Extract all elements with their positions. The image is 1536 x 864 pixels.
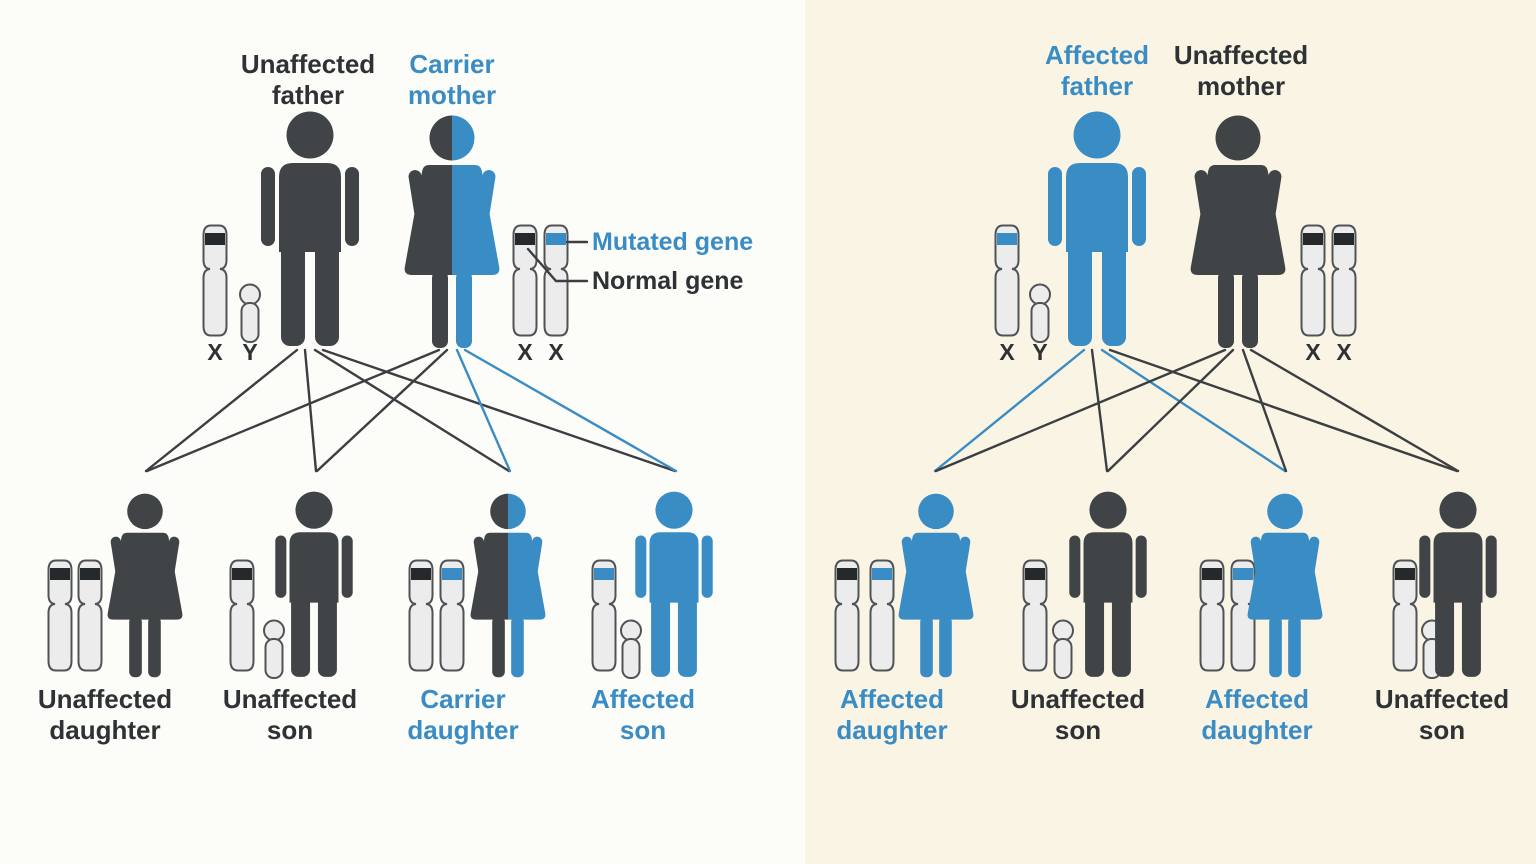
svg-text:Affected: Affected (840, 684, 944, 714)
right-mother-x1-chromosome (1300, 224, 1326, 337)
left-child-affected-son: Affected son (591, 491, 713, 745)
left-mother-chr1-letter: X (517, 339, 533, 365)
right-mother-chr2-letter: X (1336, 339, 1352, 365)
normal-gene-label: Normal gene (592, 267, 744, 295)
left-panel-background (0, 0, 805, 864)
left-child-carrier-daughter: Carrier daughter (407, 493, 546, 745)
right-mother-chr1-letter: X (1305, 339, 1321, 365)
left-mother-chr2-letter: X (548, 339, 564, 365)
left-child-unaffected-son: Unaffected son (223, 491, 357, 745)
svg-text:Affected: Affected (591, 684, 695, 714)
right-mother-label-line1: Unaffected (1174, 40, 1308, 70)
right-mother-x2-chromosome (1331, 224, 1357, 337)
svg-text:Affected: Affected (1205, 684, 1309, 714)
svg-text:Unaffected: Unaffected (1375, 684, 1509, 714)
right-father-chr2-letter: Y (1032, 339, 1047, 365)
left-father-label-line1: Unaffected (241, 49, 375, 79)
svg-text:Unaffected: Unaffected (223, 684, 357, 714)
left-mother-label-line2: mother (408, 80, 496, 110)
left-mother-x1-chromosome (512, 224, 538, 337)
svg-text:Unaffected: Unaffected (1011, 684, 1145, 714)
svg-text:daughter: daughter (49, 715, 160, 745)
left-inheritance-lines (144, 348, 678, 473)
svg-text:Unaffected: Unaffected (38, 684, 172, 714)
left-father-label-line2: father (272, 80, 344, 110)
svg-text:daughter: daughter (836, 715, 947, 745)
left-mother-label-line1: Carrier (409, 49, 494, 79)
left-father-chr2-letter: Y (242, 339, 257, 365)
right-father-label-line1: Affected (1045, 40, 1149, 70)
left-father-chr1-letter: X (207, 339, 223, 365)
right-child-affected-daughter-2: Affected daughter (1199, 493, 1323, 745)
left-father-y-chromosome (239, 283, 261, 343)
svg-text:Carrier: Carrier (420, 684, 505, 714)
right-inheritance-lines (933, 348, 1460, 473)
left-panel: Unaffected father Carrier mother X Y X X… (38, 49, 753, 745)
right-panel: Affected father Unaffected mother X Y X … (834, 40, 1509, 745)
right-child-unaffected-son-2: Unaffected son (1375, 491, 1509, 745)
right-father-x-chromosome (994, 224, 1020, 337)
right-mother-label-line2: mother (1197, 71, 1285, 101)
right-father-chr1-letter: X (999, 339, 1015, 365)
right-child-affected-daughter-1: Affected daughter (834, 493, 974, 745)
svg-text:son: son (267, 715, 313, 745)
left-child-unaffected-daughter: Unaffected daughter (38, 493, 183, 745)
left-father-x-chromosome (202, 224, 228, 337)
right-panel-background (805, 0, 1536, 864)
left-mother-x2-chromosome (543, 224, 569, 337)
right-father-y-chromosome (1029, 283, 1051, 343)
svg-text:son: son (1055, 715, 1101, 745)
svg-text:son: son (1419, 715, 1465, 745)
svg-text:son: son (620, 715, 666, 745)
svg-text:daughter: daughter (1201, 715, 1312, 745)
mutated-gene-label: Mutated gene (592, 228, 753, 256)
right-child-unaffected-son-1: Unaffected son (1011, 491, 1147, 745)
svg-text:daughter: daughter (407, 715, 518, 745)
right-father-label-line2: father (1061, 71, 1133, 101)
normal-gene-leader-line (526, 247, 589, 283)
